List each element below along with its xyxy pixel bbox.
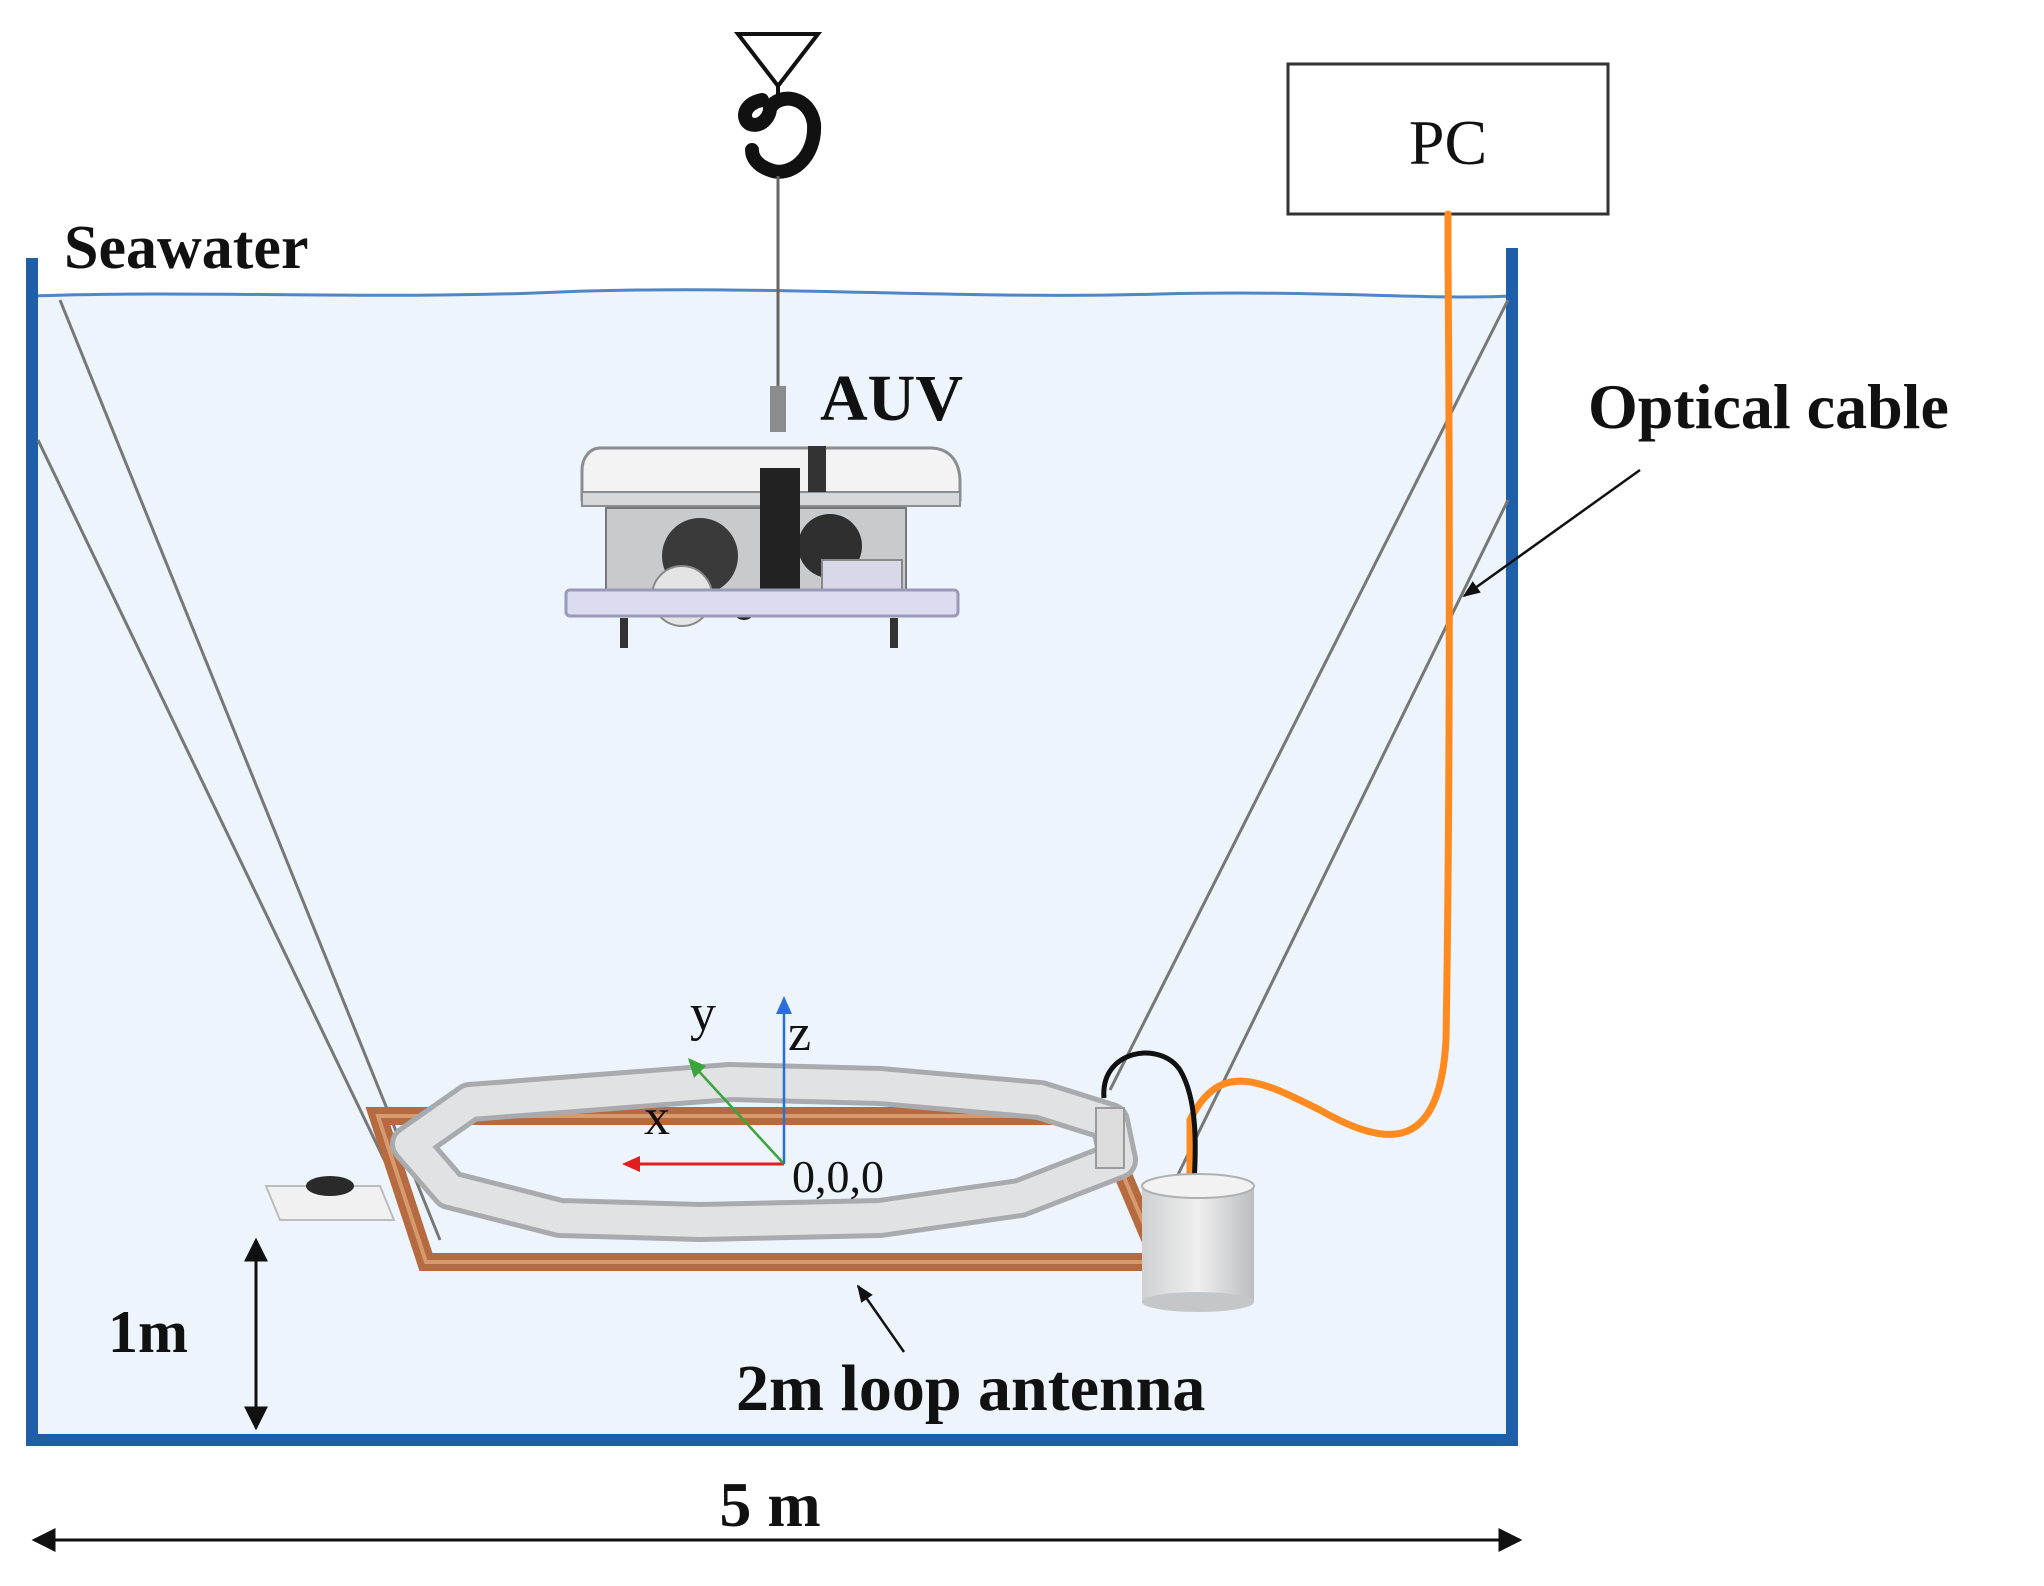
depth-marker: 1m xyxy=(108,1237,268,1431)
axis-y-arrow xyxy=(693,1065,785,1165)
crane-hook-icon xyxy=(733,32,823,179)
pc-box: PC xyxy=(1286,62,1610,216)
small-board-icon xyxy=(264,1176,396,1221)
tank-wall xyxy=(26,248,1518,1446)
depth-label: 1m xyxy=(108,1299,188,1365)
rope-left-inner xyxy=(58,299,442,1241)
optical-cable xyxy=(1186,210,1453,1184)
loop-antenna-label: 2m loop antenna xyxy=(736,1352,1205,1425)
optical-cable-pointer xyxy=(1462,468,1641,598)
cylinder-sensor-icon xyxy=(1141,1173,1255,1312)
axis-y-label: y xyxy=(690,985,716,1042)
antenna-feed-cable xyxy=(1101,1050,1198,1185)
axis-z-label: z xyxy=(788,1005,811,1062)
rope-right-outer xyxy=(1108,299,1510,1091)
loop-antenna-pointer xyxy=(856,1284,906,1353)
rope-left-outer xyxy=(36,439,420,1231)
octagonal-pipe-loop xyxy=(390,1062,1138,1242)
axis-x-label: x xyxy=(644,1089,670,1146)
auv-icon xyxy=(564,386,962,648)
origin-label: 0,0,0 xyxy=(792,1151,884,1202)
coordinate-axes: y z x 0,0,0 xyxy=(622,985,884,1202)
tank-width-dimension: 5 m xyxy=(31,1469,1523,1552)
auv-label: AUV xyxy=(820,362,963,435)
optical-cable-label: Optical cable xyxy=(1588,371,1949,442)
water-surface-line xyxy=(31,288,1513,299)
pc-label: PC xyxy=(1409,107,1487,178)
seawater-label: Seawater xyxy=(64,214,308,282)
tank-width-label: 5 m xyxy=(719,1469,820,1540)
suspension-ropes xyxy=(36,299,1510,1241)
